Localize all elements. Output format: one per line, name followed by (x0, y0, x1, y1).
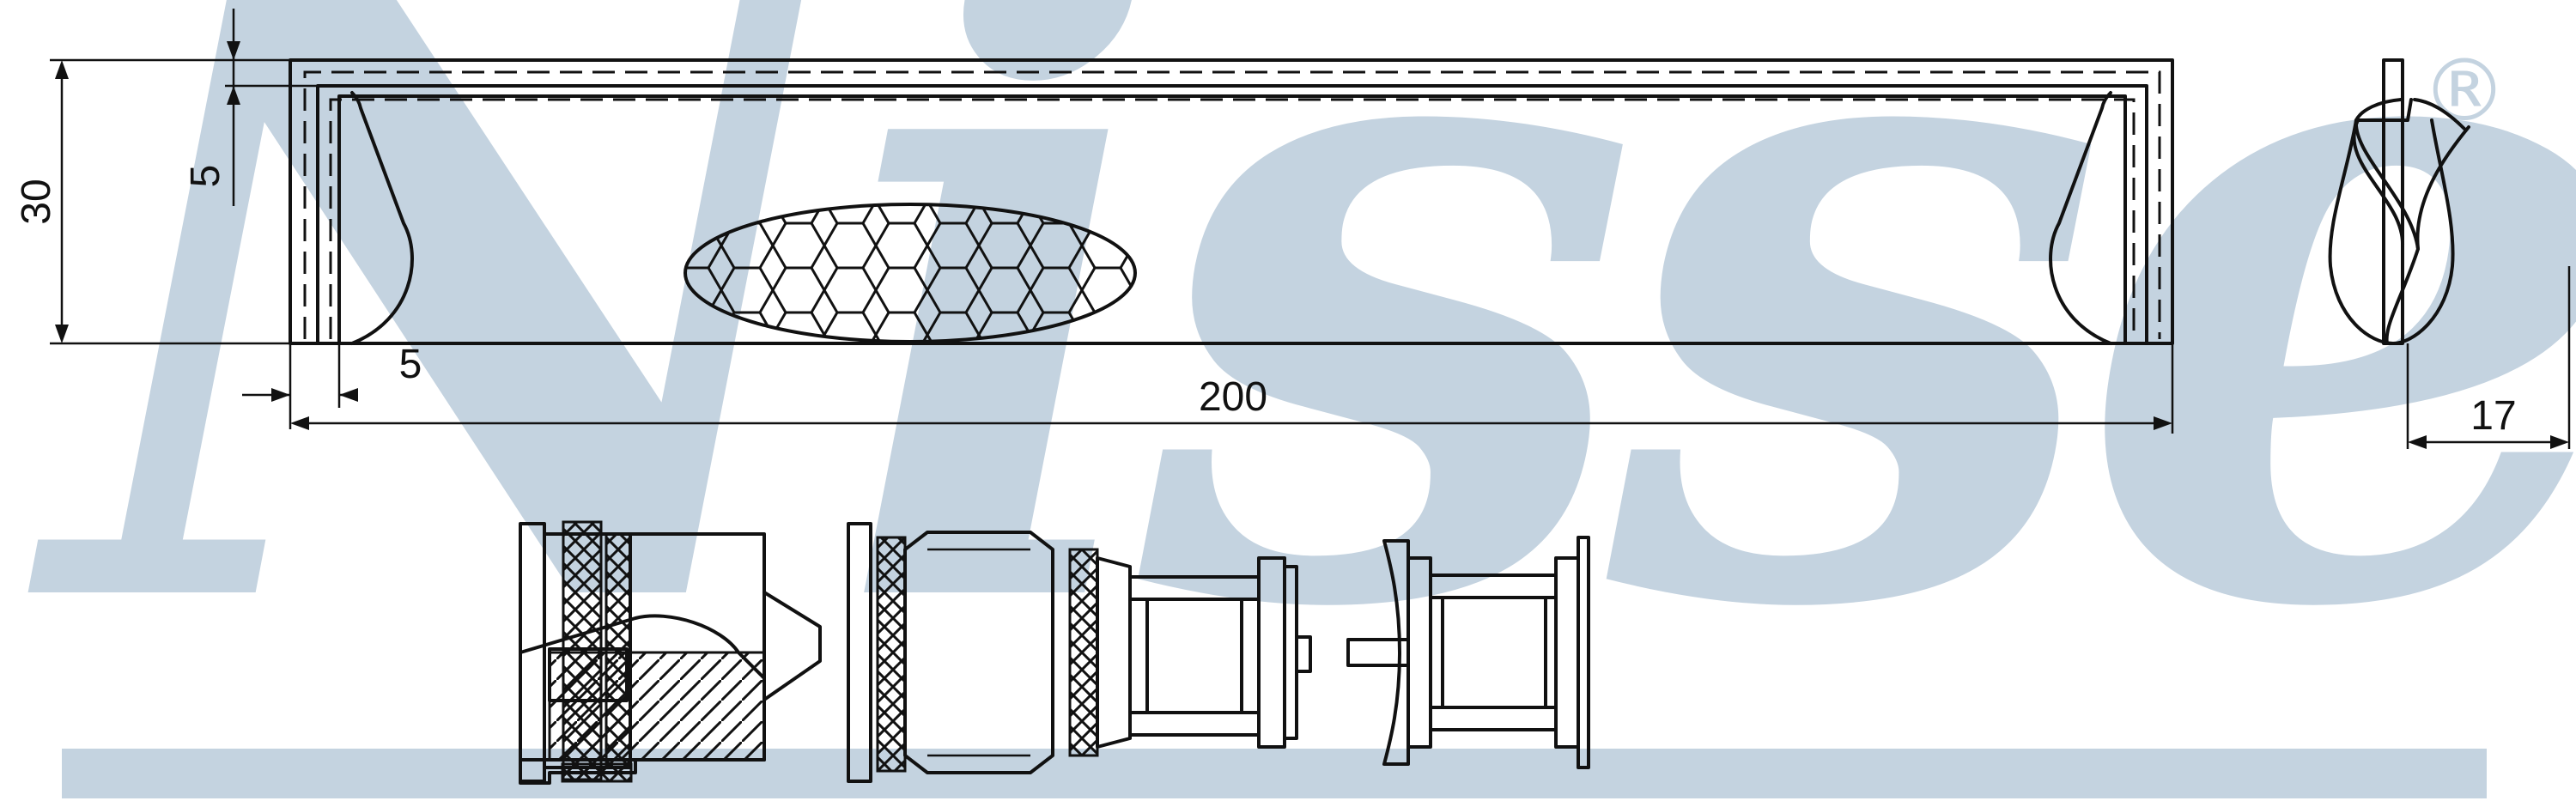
fitting-detail-outlet (1346, 536, 1590, 769)
width-value: 17 (2470, 393, 2516, 439)
drier-side-view: 17 (2328, 58, 2571, 449)
watermark-underline (62, 749, 2487, 798)
wall-top-dimension: 5 (183, 9, 343, 206)
wall-left-value: 5 (399, 342, 422, 387)
length-dimension: 200 (290, 343, 2174, 434)
height-value: 30 (14, 179, 59, 224)
drier-front-view (289, 58, 2174, 345)
fitting-detail-section (519, 520, 822, 785)
left-end-profile (350, 91, 414, 345)
height-dimension: 30 (14, 58, 290, 345)
wall-left-dimension: 5 (242, 342, 422, 429)
wall-top-value: 5 (183, 165, 228, 188)
fitting-detail-body (847, 522, 1312, 783)
desiccant-honeycomb (685, 204, 1135, 342)
registered-mark: ® (2421, 40, 2507, 141)
brand-watermark: Nissens ® (24, 0, 2576, 801)
right-end-profile (2049, 91, 2112, 345)
length-value: 200 (1199, 374, 1267, 420)
brand-watermark-text: Nissens (24, 0, 2576, 801)
